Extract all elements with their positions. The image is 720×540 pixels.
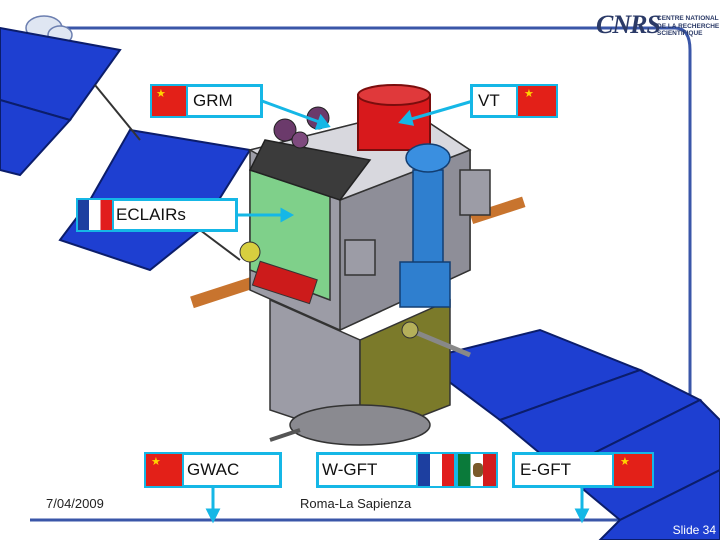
china-flag-icon: ★ <box>150 84 188 118</box>
side-box <box>459 169 491 216</box>
eclairs-label: ECLAIRs <box>76 198 238 232</box>
right-boom <box>469 196 526 225</box>
wgft-instrument <box>399 143 451 308</box>
china-flag-icon: ★ <box>612 452 654 488</box>
france-flag-icon <box>76 198 114 232</box>
china-flag-icon: ★ <box>144 452 184 488</box>
pointer-arrows <box>205 99 590 524</box>
side-box <box>344 239 376 276</box>
right-solar-array <box>417 328 720 540</box>
cnrs-logo-text: CENTRE NATIONAL DE LA RECHERCHE SCIENTIF… <box>657 15 720 37</box>
lower-bus <box>269 298 471 446</box>
france-flag-icon <box>416 452 456 488</box>
cnrs-logo-mark: CNRS <box>596 10 661 39</box>
eclairs-instrument <box>239 139 372 305</box>
footer-venue: Roma-La Sapienza <box>300 496 412 511</box>
vt-telescope <box>357 84 431 151</box>
slide-number: Slide 34 <box>672 523 716 537</box>
left-solar-array <box>0 26 252 272</box>
mexico-flag-icon <box>456 452 498 488</box>
footer-date: 7/04/2009 <box>46 496 104 511</box>
china-flag-icon: ★ <box>516 84 558 118</box>
